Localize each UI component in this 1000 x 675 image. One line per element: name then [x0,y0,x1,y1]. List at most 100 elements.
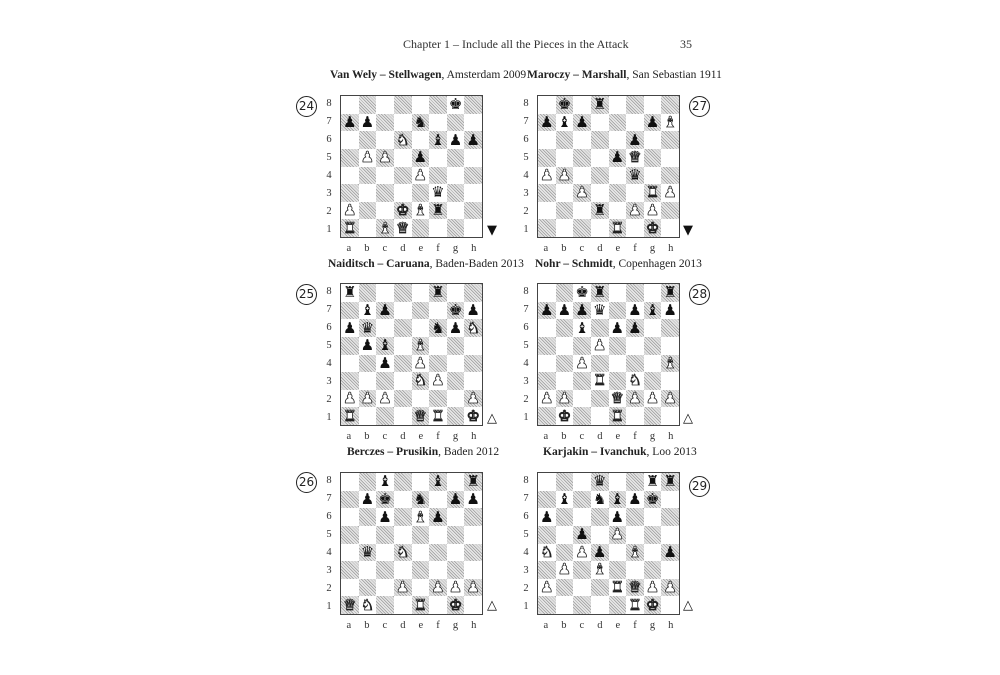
square-h8: ♜ [661,284,679,302]
white-pawn-icon: ♟ [378,148,392,167]
square-a8 [538,96,556,114]
square-e8 [608,96,627,114]
rank-label: 7 [326,304,332,316]
square-f4: ♛ [626,166,644,185]
black-bishop-icon: ♝ [610,489,625,508]
square-c8 [573,473,591,491]
square-e1: ♜ [411,596,430,614]
square-c2 [573,201,591,220]
file-label: a [543,431,549,442]
square-h2: ♟ [464,578,482,597]
rank-label: 2 [523,582,529,594]
square-c7 [376,113,394,132]
square-d1 [590,596,609,614]
square-c1: ♝ [376,219,394,237]
square-d4: ♟ [590,543,609,562]
white-knight-icon: ♞ [395,542,410,561]
square-a7 [538,490,556,509]
square-g3 [446,184,465,202]
white-pawn-icon: ♟ [540,389,554,408]
black-bishop-icon: ♝ [557,112,572,131]
square-h7: ♝ [661,113,679,132]
square-g7: ♚ [643,490,662,509]
square-g6: ♟ [446,319,465,337]
square-c7: ♟ [376,301,394,320]
square-a5 [341,148,359,167]
rank-label: 7 [326,116,332,128]
square-d5: ♟ [590,336,609,355]
white-pawn-icon: ♟ [540,578,554,597]
square-h7: ♟ [464,301,482,320]
square-g2: ♟ [643,201,662,220]
square-d7 [590,113,609,132]
square-e2 [608,201,627,220]
white-queen-icon: ♛ [628,578,642,597]
square-e3 [608,184,627,202]
square-e1: ♜ [608,219,627,237]
black-pawn-icon: ♟ [610,507,625,526]
black-pawn-icon: ♟ [413,148,428,167]
white-pawn-icon: ♟ [540,165,554,184]
square-g2: ♟ [643,389,662,408]
file-label: d [597,243,603,254]
square-b1 [358,407,377,425]
white-player: Maroczy [527,69,571,81]
white-bishop-icon: ♝ [413,336,428,355]
square-g6 [446,508,465,526]
square-b4: ♛ [358,543,377,562]
square-b4 [555,354,574,373]
black-pawn-icon: ♟ [663,300,677,319]
rank-label: 8 [523,286,529,298]
square-a3 [341,372,359,390]
file-label: f [436,620,440,631]
square-d2: ♟ [393,578,412,597]
black-player: Caruana [386,258,430,270]
event: , Copenhagen 2013 [612,258,702,270]
square-d1 [393,596,412,614]
square-f7 [429,113,447,132]
square-h3 [661,372,679,390]
square-b1 [555,219,574,237]
black-player: Marshall [581,69,627,81]
square-e7: ♞ [411,113,430,132]
square-g8 [446,473,465,491]
file-label: g [649,620,656,631]
square-b2: ♟ [358,389,377,408]
rank-label: 2 [326,582,332,594]
black-pawn-icon: ♟ [343,318,357,337]
white-king-icon: ♚ [448,595,463,614]
board-grid: ♚♟♟♞♞♝♟♟♟♟♟♟♛♟♚♝♜♜♝♛ [340,95,483,238]
white-knight-icon: ♞ [628,371,642,390]
square-h7 [661,490,679,509]
square-f3: ♟ [429,372,447,390]
square-f8: ♝ [429,473,447,491]
white-king-icon: ♚ [395,201,410,220]
white-player: Nohr [535,258,561,270]
white-pawn-icon: ♟ [343,389,357,408]
square-f5 [429,336,447,355]
black-pawn-icon: ♟ [575,525,589,544]
square-f1 [626,219,644,237]
file-label: c [579,431,585,442]
square-a6 [341,508,359,526]
square-g1: ♚ [446,595,465,614]
square-b6 [555,319,574,337]
square-h6: ♞ [464,319,482,337]
square-a8: ♜ [341,284,359,302]
black-pawn-icon: ♟ [343,112,357,131]
square-d6 [590,319,609,337]
square-f7 [626,113,644,132]
file-label: e [418,620,424,631]
white-player: Van Wely [330,69,377,81]
square-d6 [590,508,609,526]
square-g8 [446,284,465,302]
square-d1: ♛ [393,219,412,237]
white-king-icon: ♚ [645,218,660,237]
file-label: b [561,243,567,254]
white-pawn-icon: ♟ [663,578,677,597]
square-h2: ♟ [464,389,482,408]
black-bishop-icon: ♝ [431,130,445,149]
black-bishop-icon: ♝ [645,300,660,319]
